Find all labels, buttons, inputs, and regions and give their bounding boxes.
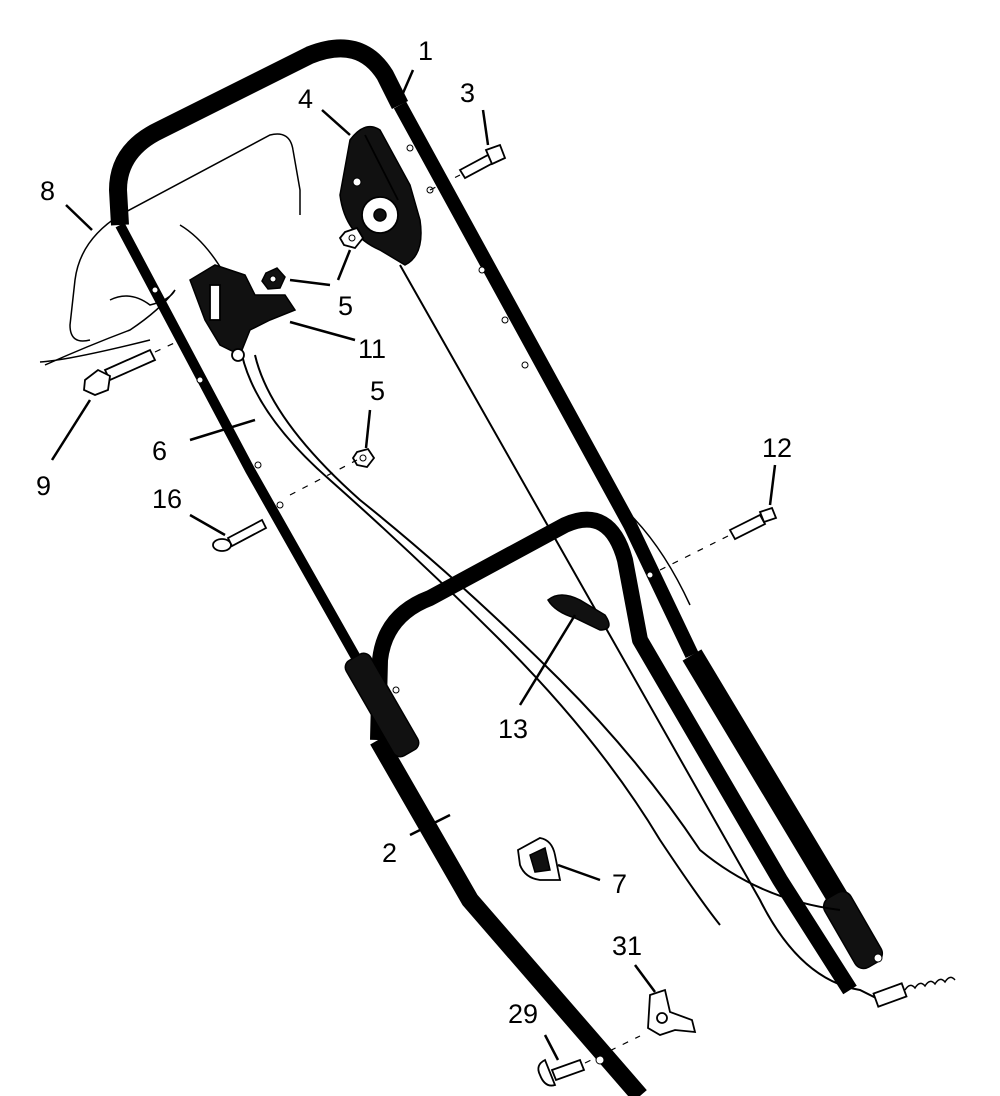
control-housing-11: [189, 264, 297, 362]
callout-12: 12: [762, 433, 792, 463]
callout-16: 16: [152, 484, 182, 514]
callout-8: 8: [40, 176, 55, 206]
lower-handle: [344, 511, 857, 1096]
bolt-9: [83, 337, 186, 396]
bail-8: [39, 133, 301, 366]
callout-5-upper: 5: [338, 291, 353, 321]
nut-5-side: [261, 267, 286, 290]
throttle-control-4: [339, 125, 422, 266]
carriage-bolt-29: [537, 1035, 641, 1087]
callout-6: 6: [152, 436, 167, 466]
callout-31: 31: [612, 931, 642, 961]
callout-5-lower: 5: [370, 376, 385, 406]
wing-knob-13: [547, 594, 610, 631]
callout-29: 29: [508, 999, 538, 1029]
nut-5-lower: [289, 447, 376, 496]
callout-2: 2: [382, 838, 397, 868]
callout-1: 1: [418, 36, 433, 66]
callout-4: 4: [298, 84, 313, 114]
eyebolt-16: [212, 518, 268, 552]
spring-connector: [872, 976, 956, 1008]
callout-13: 13: [498, 714, 528, 744]
callout-3: 3: [460, 78, 475, 108]
callout-7: 7: [612, 869, 627, 899]
callout-labels: 1 2 3 4 5 5 6 7 8 9 11 12 13 16 29 31: [36, 36, 792, 1029]
control-cables: [179, 224, 881, 1001]
wing-nut-31: [647, 988, 697, 1036]
screw-3: [429, 143, 507, 191]
cable-clip-7: [517, 837, 562, 881]
callout-9: 9: [36, 471, 51, 501]
bolt-12: [659, 506, 778, 571]
callout-11: 11: [358, 334, 386, 364]
nut-5-upper: [338, 226, 365, 250]
leader-lines: [50, 69, 777, 1061]
